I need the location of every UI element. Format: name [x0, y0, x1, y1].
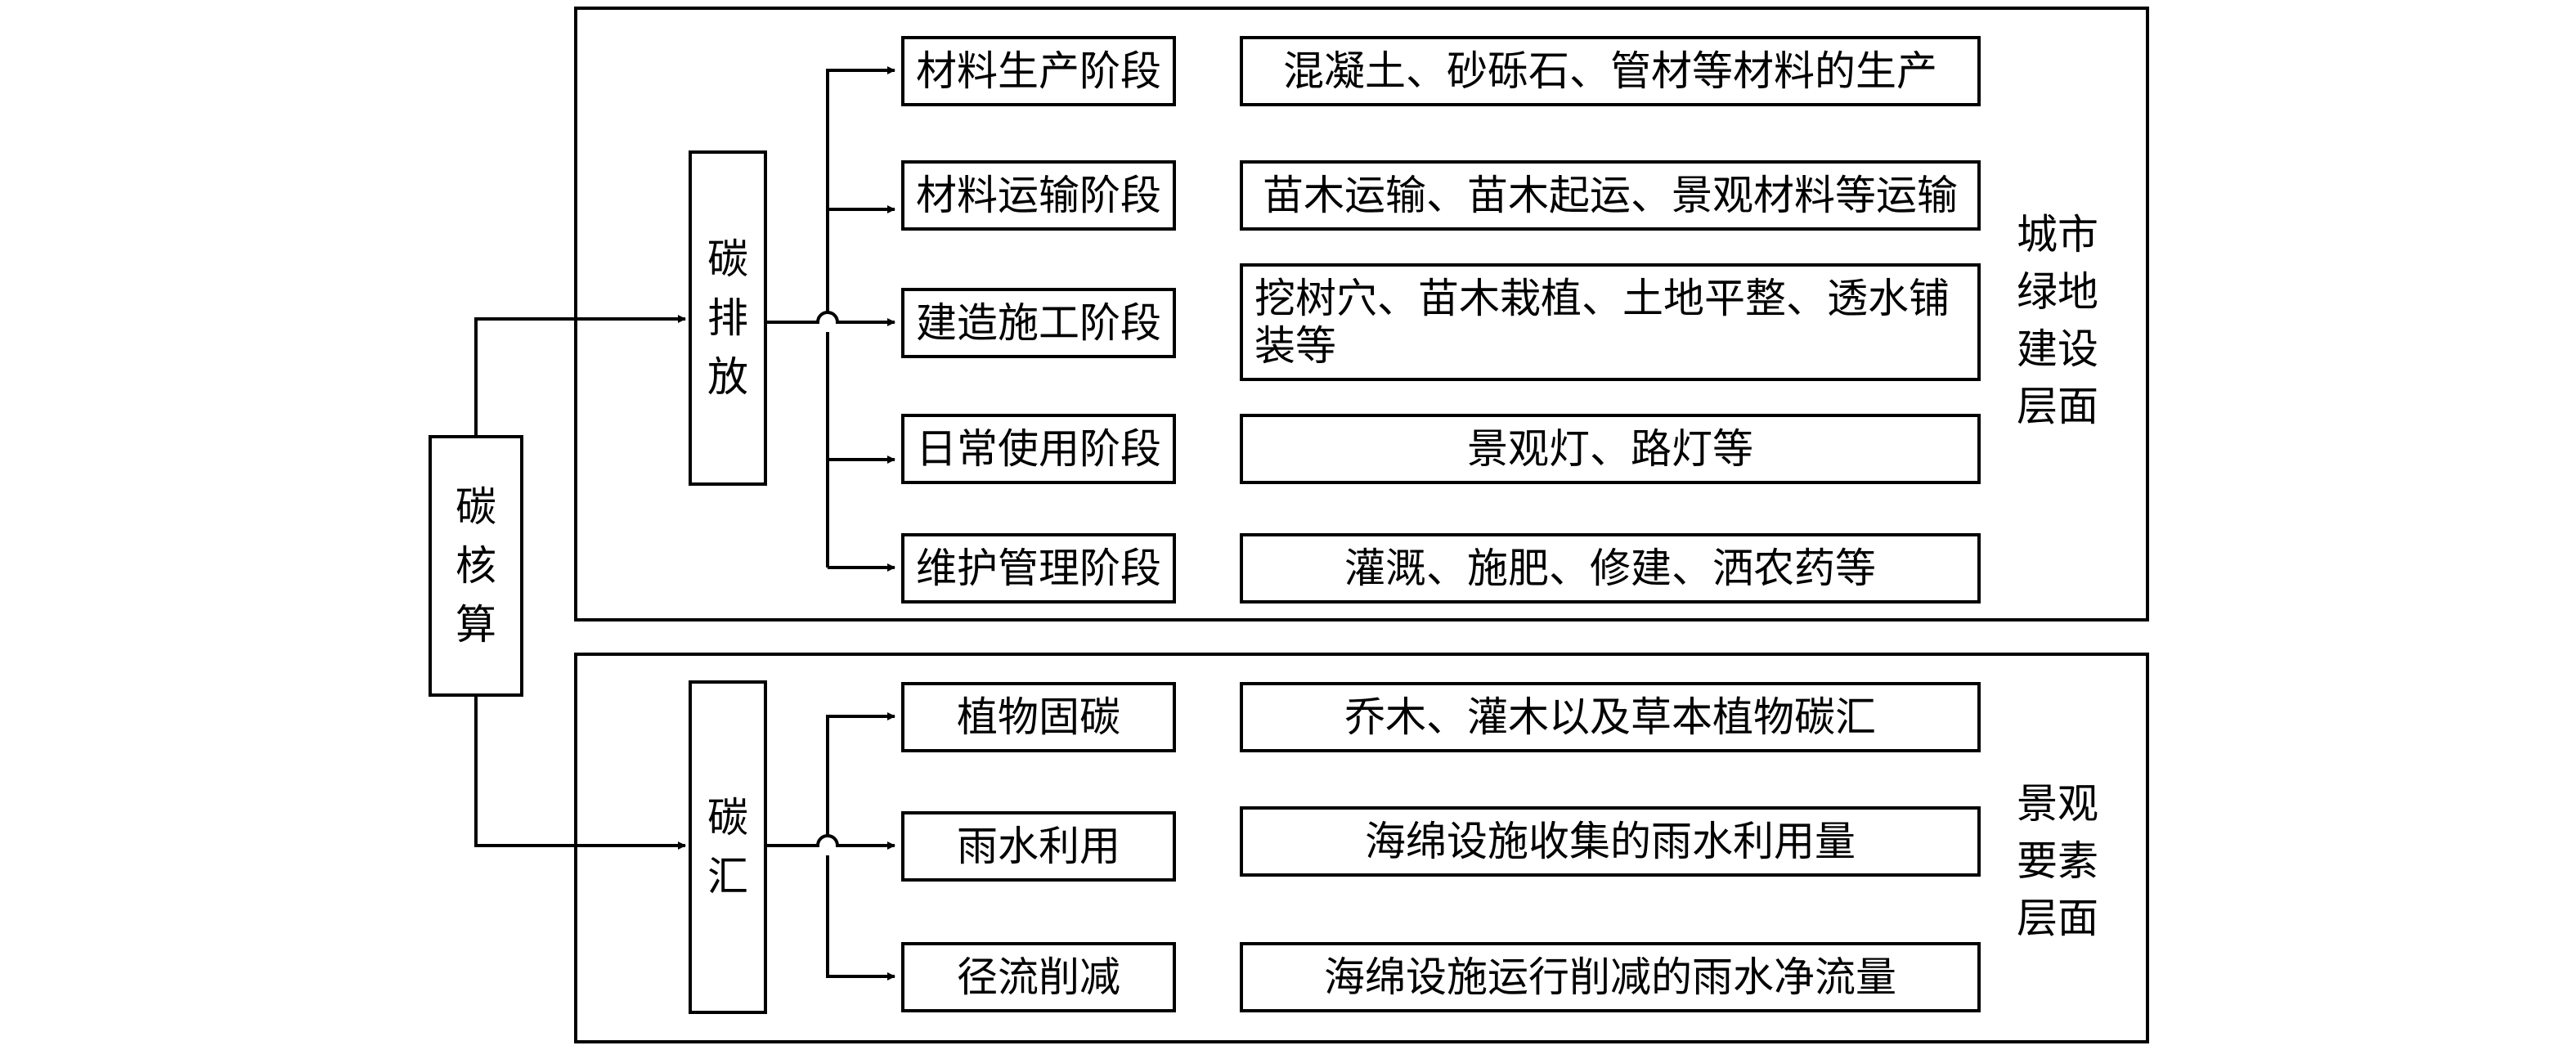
emission-node: 碳排放 [689, 150, 767, 486]
emission-layer-label: 城市绿地建设层面 [2017, 211, 2098, 430]
emission-group-frame [574, 7, 2149, 621]
stage-label: 材料生产阶段 [916, 47, 1161, 95]
desc-text: 挖树穴、苗木栽植、土地平整、透水铺装等 [1254, 275, 1950, 370]
sink-layer-label: 景观要素层面 [2017, 780, 2098, 942]
sink-stage-1: 植物固碳 [901, 682, 1176, 752]
desc-text: 混凝土、砂砾石、管材等材料的生产 [1283, 47, 1937, 95]
emission-label: 碳排放 [707, 236, 748, 401]
stage-label: 径流削减 [957, 954, 1120, 1001]
emission-desc-4: 景观灯、路灯等 [1240, 414, 1981, 484]
desc-text: 景观灯、路灯等 [1467, 425, 1753, 473]
desc-text: 苗木运输、苗木起运、景观材料等运输 [1263, 172, 1958, 219]
root-label: 碳核算 [456, 483, 496, 648]
root-to-sink-connector [474, 697, 686, 850]
stage-label: 建造施工阶段 [916, 299, 1161, 347]
emission-stage-3: 建造施工阶段 [901, 288, 1176, 358]
stage-label: 日常使用阶段 [916, 425, 1161, 473]
emission-desc-1: 混凝土、砂砾石、管材等材料的生产 [1240, 36, 1981, 106]
stage-label: 雨水利用 [957, 823, 1120, 870]
emission-stage-5: 维护管理阶段 [901, 533, 1176, 604]
emission-desc-2: 苗木运输、苗木起运、景观材料等运输 [1240, 160, 1981, 231]
desc-text: 乔木、灌木以及草本植物碳汇 [1344, 693, 1876, 741]
stage-label: 材料运输阶段 [916, 172, 1161, 219]
sink-desc-3: 海绵设施运行削减的雨水净流量 [1240, 942, 1981, 1012]
sink-desc-2: 海绵设施收集的雨水利用量 [1240, 806, 1981, 877]
emission-stage-1: 材料生产阶段 [901, 36, 1176, 106]
emission-stage-2: 材料运输阶段 [901, 160, 1176, 231]
emission-desc-3: 挖树穴、苗木栽植、土地平整、透水铺装等 [1240, 263, 1981, 381]
desc-text: 灌溉、施肥、修建、洒农药等 [1344, 545, 1876, 592]
sink-stage-3: 径流削减 [901, 942, 1176, 1012]
stage-label: 维护管理阶段 [916, 545, 1161, 592]
emission-stage-4: 日常使用阶段 [901, 414, 1176, 484]
sink-node: 碳汇 [689, 680, 767, 1014]
root-to-emission-connector [474, 315, 686, 435]
sink-desc-1: 乔木、灌木以及草本植物碳汇 [1240, 682, 1981, 752]
root-node: 碳核算 [429, 435, 523, 697]
emission-desc-5: 灌溉、施肥、修建、洒农药等 [1240, 533, 1981, 604]
stage-label: 植物固碳 [957, 693, 1120, 741]
sink-label: 碳汇 [707, 794, 748, 900]
sink-stage-2: 雨水利用 [901, 811, 1176, 882]
sink-group-frame [574, 653, 2149, 1043]
desc-text: 海绵设施运行削减的雨水净流量 [1324, 954, 1896, 1001]
desc-text: 海绵设施收集的雨水利用量 [1365, 818, 1856, 865]
